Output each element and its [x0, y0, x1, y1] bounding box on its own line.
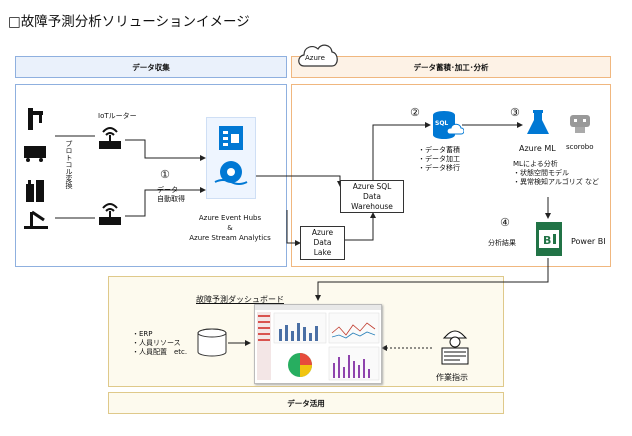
step4-number: ④	[500, 216, 510, 229]
azure-cloud: Azure	[296, 40, 340, 70]
arrow-hub-sqldw	[255, 175, 343, 187]
arrow-lake-sqldw	[345, 212, 376, 241]
page-title: □故障予測分析ソリューションイメージ	[8, 14, 250, 30]
azure-ml-icon	[527, 110, 549, 134]
ml-text: MLによる分析 ・状態空間モデル ・異常検知アルゴリズ など	[513, 160, 600, 186]
arrow-sqldw-db	[372, 122, 431, 182]
power-bi-icon: B	[536, 222, 562, 256]
cloud-icon	[298, 44, 338, 67]
svg-text:B: B	[543, 234, 551, 247]
step1-number: ①	[160, 168, 170, 181]
step3-number: ③	[510, 106, 520, 119]
section-header-collection: データ収集	[15, 56, 287, 78]
factory-device-icons	[24, 108, 48, 229]
event-hubs-icon	[214, 126, 248, 185]
dashboard-screenshot	[254, 304, 382, 384]
sql-dw-box: Azure SQL Data Warehouse	[340, 180, 404, 213]
section-header-storage: データ蓄積･加工･分析	[291, 56, 611, 78]
step1-text: データ 自動取得	[157, 186, 185, 203]
section-label-storage: データ蓄積･加工･分析	[413, 63, 489, 72]
event-hubs-label: Azure Event Hubs & Azure Stream Analytic…	[189, 214, 271, 242]
power-bi-label: Power BI	[571, 237, 606, 246]
dashboard-title: 故障予測ダッシュボード	[196, 295, 284, 304]
scorobo-label: scorobo	[566, 143, 594, 151]
arrow-router1-hub	[125, 139, 206, 161]
sql-badge: SQL	[435, 120, 449, 127]
arrow-powerbi-dashboard	[315, 258, 549, 301]
azure-ml-label: Azure ML	[519, 144, 556, 153]
erp-text: ・ERP ・人員リソース ・人員配置 etc.	[132, 330, 188, 356]
worker-icon	[441, 330, 469, 365]
router-icon-2	[99, 203, 121, 225]
step2-text: ・データ蓄積 ・データ加工 ・データ移行	[418, 146, 460, 172]
step2-number: ②	[410, 106, 420, 119]
event-hubs-box	[206, 117, 256, 199]
section-label-collection: データ収集	[132, 63, 170, 72]
step4-text: 分析結果	[488, 239, 516, 247]
router-icon-1	[99, 127, 121, 149]
section-label-utilization: データ活用	[287, 399, 325, 408]
arrow-hub-lake	[286, 210, 301, 246]
cloud-label: Azure	[305, 54, 325, 62]
scorobo-icon	[570, 115, 590, 133]
dashboard-thumbnail	[255, 305, 381, 381]
iot-router-label: IoTルーター	[98, 112, 137, 120]
data-lake-box: Azure Data Lake	[300, 226, 345, 260]
section-header-utilization: データ活用	[108, 392, 504, 414]
database-icon	[197, 328, 227, 357]
arrow-router2-hub	[125, 187, 206, 217]
sql-database-icon	[433, 111, 464, 139]
protocol-label: プロトコル変換	[65, 140, 73, 189]
work-instruction-label: 作業指示	[436, 373, 468, 382]
